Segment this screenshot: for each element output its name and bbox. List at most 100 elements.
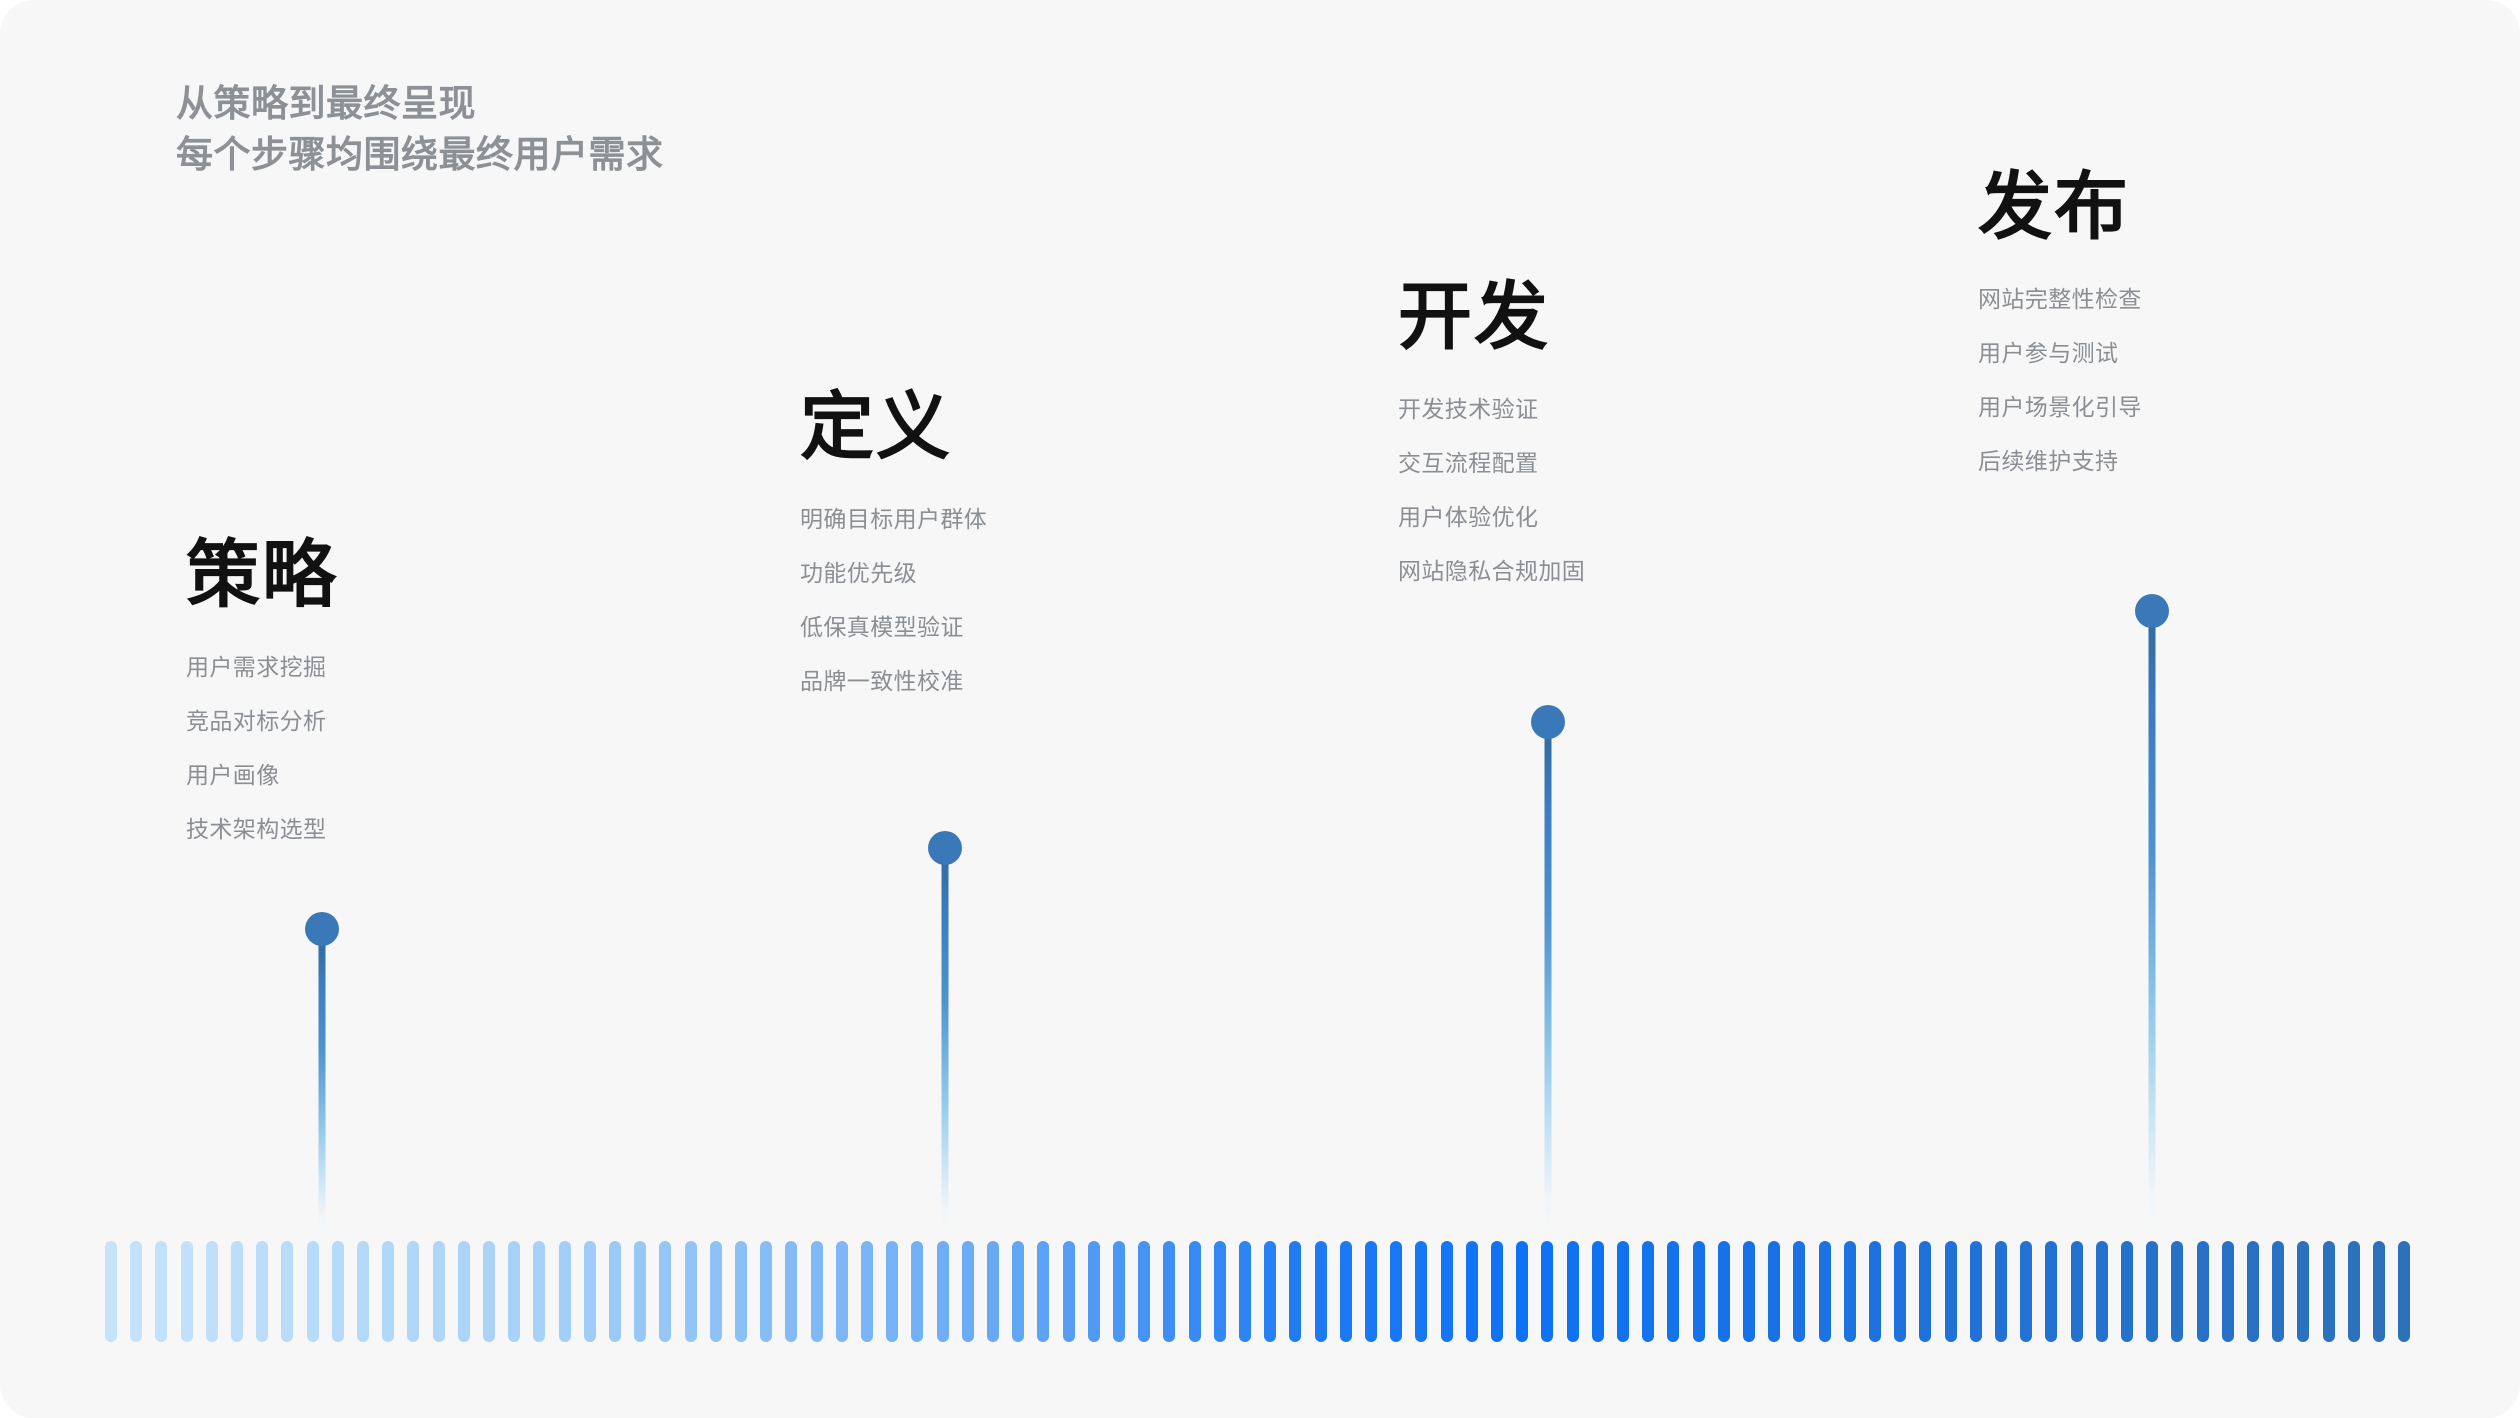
stage-items-define: 明确目标用户群体功能优先级低保真模型验证品牌一致性校准 bbox=[800, 508, 987, 693]
wave-bar bbox=[1365, 1241, 1377, 1342]
wave-bar bbox=[256, 1241, 269, 1342]
stage-strategy[interactable]: 策略用户需求挖掘竞品对标分析用户画像技术架构选型 bbox=[186, 538, 338, 872]
wave-bar bbox=[1818, 1241, 1831, 1342]
wave-bar bbox=[1591, 1241, 1604, 1342]
wave-bar bbox=[1037, 1241, 1050, 1342]
wave-bar bbox=[583, 1241, 596, 1342]
list-item[interactable]: 技术架构选型 bbox=[186, 816, 327, 842]
wave-bar bbox=[1642, 1241, 1655, 1342]
wave-bar bbox=[483, 1241, 495, 1342]
wave-bar bbox=[1239, 1241, 1251, 1342]
wave-bar bbox=[1894, 1241, 1907, 1342]
marker-dot-icon[interactable] bbox=[928, 831, 962, 865]
wave-bar bbox=[130, 1241, 143, 1342]
wave-bar bbox=[508, 1241, 521, 1342]
wave-bar bbox=[1743, 1241, 1755, 1342]
wave-bar bbox=[760, 1241, 773, 1342]
stage-define[interactable]: 定义明确目标用户群体功能优先级低保真模型验证品牌一致性校准 bbox=[800, 390, 987, 724]
stage-title-strategy: 策略 bbox=[186, 533, 338, 616]
wave-bar bbox=[2020, 1241, 2033, 1342]
list-item[interactable]: 交互流程配置 bbox=[1398, 450, 1539, 476]
marker-dot-icon[interactable] bbox=[1531, 705, 1565, 739]
wave-bar bbox=[105, 1241, 117, 1342]
list-item[interactable]: 后续维护支持 bbox=[1978, 448, 2119, 474]
stage-marker-develop bbox=[1530, 705, 1566, 1237]
wave-bar bbox=[735, 1241, 747, 1342]
wave-bar bbox=[1062, 1241, 1075, 1342]
list-item[interactable]: 用户画像 bbox=[186, 762, 280, 788]
wave-bar bbox=[2070, 1241, 2083, 1342]
wave-bar bbox=[306, 1241, 319, 1342]
marker-stem-icon bbox=[1544, 731, 1552, 1237]
wave-bar bbox=[684, 1241, 697, 1342]
wave-bar bbox=[835, 1241, 848, 1342]
marker-stem-icon bbox=[318, 938, 326, 1237]
wave-bar bbox=[1188, 1241, 1201, 1342]
wave-bar bbox=[1264, 1241, 1277, 1342]
wave-bar bbox=[1440, 1241, 1453, 1342]
marker-dot-icon[interactable] bbox=[2135, 594, 2169, 628]
wave-bar bbox=[1869, 1241, 1881, 1342]
wave-bar bbox=[2322, 1241, 2335, 1342]
list-item[interactable]: 用户体验优化 bbox=[1398, 504, 1539, 530]
list-item[interactable]: 开发技术验证 bbox=[1398, 396, 1539, 422]
wave-bar bbox=[609, 1241, 621, 1342]
list-item[interactable]: 低保真模型验证 bbox=[800, 614, 964, 640]
wave-bar bbox=[558, 1241, 571, 1342]
list-item[interactable]: 网站完整性检查 bbox=[1978, 286, 2142, 312]
marker-stem-icon bbox=[2148, 620, 2156, 1237]
list-item[interactable]: 用户需求挖掘 bbox=[186, 654, 327, 680]
stage-items-develop: 开发技术验证交互流程配置用户体验优化网站隐私合规加固 bbox=[1398, 398, 1585, 583]
wave-bar bbox=[961, 1241, 974, 1342]
wave-bar bbox=[2247, 1241, 2259, 1342]
stage-marker-release bbox=[2134, 594, 2170, 1237]
wave-bar bbox=[231, 1241, 243, 1342]
list-item[interactable]: 用户场景化引导 bbox=[1978, 394, 2142, 420]
list-item[interactable]: 竞品对标分析 bbox=[186, 708, 327, 734]
wave-bar bbox=[1138, 1241, 1151, 1342]
list-item[interactable]: 功能优先级 bbox=[800, 560, 917, 586]
wave-bar bbox=[180, 1241, 193, 1342]
wave-bar bbox=[331, 1241, 344, 1342]
wave-bar bbox=[1339, 1241, 1352, 1342]
wave-bar bbox=[432, 1241, 445, 1342]
wave-bar bbox=[2347, 1241, 2360, 1342]
wave-bar bbox=[709, 1241, 722, 1342]
list-item[interactable]: 明确目标用户群体 bbox=[800, 506, 988, 532]
marker-dot-icon[interactable] bbox=[305, 912, 339, 946]
wave-bar bbox=[1390, 1241, 1403, 1342]
list-item[interactable]: 用户参与测试 bbox=[1978, 340, 2119, 366]
wave-bar bbox=[2272, 1241, 2285, 1342]
wave-bar bbox=[2095, 1241, 2108, 1342]
wave-bar bbox=[1717, 1241, 1730, 1342]
wave-bar bbox=[1113, 1241, 1125, 1342]
wave-bar bbox=[2221, 1241, 2234, 1342]
wave-bar bbox=[1289, 1241, 1302, 1342]
wave-bar bbox=[1087, 1241, 1100, 1342]
list-item[interactable]: 网站隐私合规加固 bbox=[1398, 558, 1586, 584]
wave-bar bbox=[1617, 1241, 1629, 1342]
wave-bar bbox=[155, 1241, 168, 1342]
wave-bar bbox=[1944, 1241, 1957, 1342]
wave-bar bbox=[1516, 1241, 1529, 1342]
wave-bar bbox=[1012, 1241, 1025, 1342]
wave-bar bbox=[1314, 1241, 1327, 1342]
stage-release[interactable]: 发布网站完整性检查用户参与测试用户场景化引导后续维护支持 bbox=[1978, 170, 2142, 504]
wave-bar bbox=[936, 1241, 949, 1342]
wave-bar bbox=[659, 1241, 672, 1342]
list-item[interactable]: 品牌一致性校准 bbox=[800, 668, 964, 694]
wave-bar bbox=[1163, 1241, 1176, 1342]
wave-bar bbox=[407, 1241, 420, 1342]
wave-bar bbox=[1843, 1241, 1856, 1342]
stage-title-release: 发布 bbox=[1978, 165, 2130, 248]
wave-bar bbox=[1969, 1241, 1982, 1342]
stage-develop[interactable]: 开发开发技术验证交互流程配置用户体验优化网站隐私合规加固 bbox=[1398, 280, 1585, 614]
stage-title-define: 定义 bbox=[800, 385, 952, 468]
wave-bar bbox=[634, 1241, 647, 1342]
wave-bar bbox=[1465, 1241, 1478, 1342]
wave-bar bbox=[382, 1241, 395, 1342]
header: 从策略到最终呈现 每个步骤均围绕最终用户需求 bbox=[176, 78, 1276, 180]
wave-bar bbox=[2045, 1241, 2058, 1342]
stage-items-release: 网站完整性检查用户参与测试用户场景化引导后续维护支持 bbox=[1978, 288, 2142, 473]
